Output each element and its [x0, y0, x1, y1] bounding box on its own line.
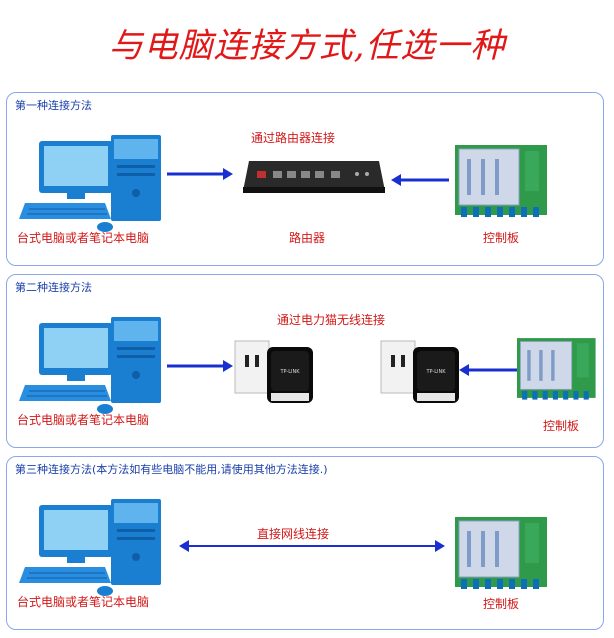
section-3-heading: 第三种连接方法(本方法如有些电脑不能用,请使用其他方法连接.) [15, 463, 328, 476]
section-2-heading: 第二种连接方法 [15, 281, 92, 294]
section-1-heading: 第一种连接方法 [15, 99, 92, 112]
section-3-caption: 直接网线连接 [257, 527, 330, 541]
section-2-board-label: 控制板 [543, 419, 580, 433]
desktop-computer-icon [19, 499, 161, 596]
section-1-caption: 通过路由器连接 [251, 131, 336, 145]
section-1-computer-label: 台式电脑或者笔记本电脑 [17, 231, 150, 245]
double-arrow-icon [179, 540, 445, 552]
arrow-left-icon [391, 174, 449, 186]
powerline-adapter-icon: TP-LINK [234, 340, 313, 403]
section-1-board-label: 控制板 [483, 231, 520, 245]
powerline-adapter-icon: TP-LINK [380, 340, 459, 403]
section-2-computer-label: 台式电脑或者笔记本电脑 [17, 413, 150, 427]
section-2-caption: 通过电力猫无线连接 [277, 313, 386, 327]
arrow-right-icon [167, 168, 233, 180]
section-2-panel: 第二种连接方法 台式电脑或者笔记本电脑 通过电力猫无线连接 TP-LINK TP… [6, 274, 604, 448]
svg-text:TP-LINK: TP-LINK [279, 369, 300, 375]
section-3-panel: 第三种连接方法(本方法如有些电脑不能用,请使用其他方法连接.) 台式电脑或者笔记… [6, 456, 604, 630]
svg-text:TP-LINK: TP-LINK [425, 369, 446, 375]
section-1-panel: 第一种连接方法 台式电脑或者笔记本电脑 通过路由器连接 路由器 控制板 [6, 92, 604, 266]
desktop-computer-icon [19, 317, 161, 414]
router-icon [243, 161, 385, 193]
page-title: 与电脑连接方式,任选一种 [108, 26, 506, 66]
control-board-icon [455, 145, 547, 217]
section-3-board-label: 控制板 [483, 597, 520, 611]
control-board-icon [517, 338, 596, 400]
desktop-computer-icon [19, 135, 161, 232]
section-1-router-label: 路由器 [289, 231, 326, 245]
arrow-right-icon [167, 360, 233, 372]
arrow-left-icon [459, 364, 517, 376]
section-3-computer-label: 台式电脑或者笔记本电脑 [17, 595, 150, 609]
control-board-icon [455, 517, 547, 589]
